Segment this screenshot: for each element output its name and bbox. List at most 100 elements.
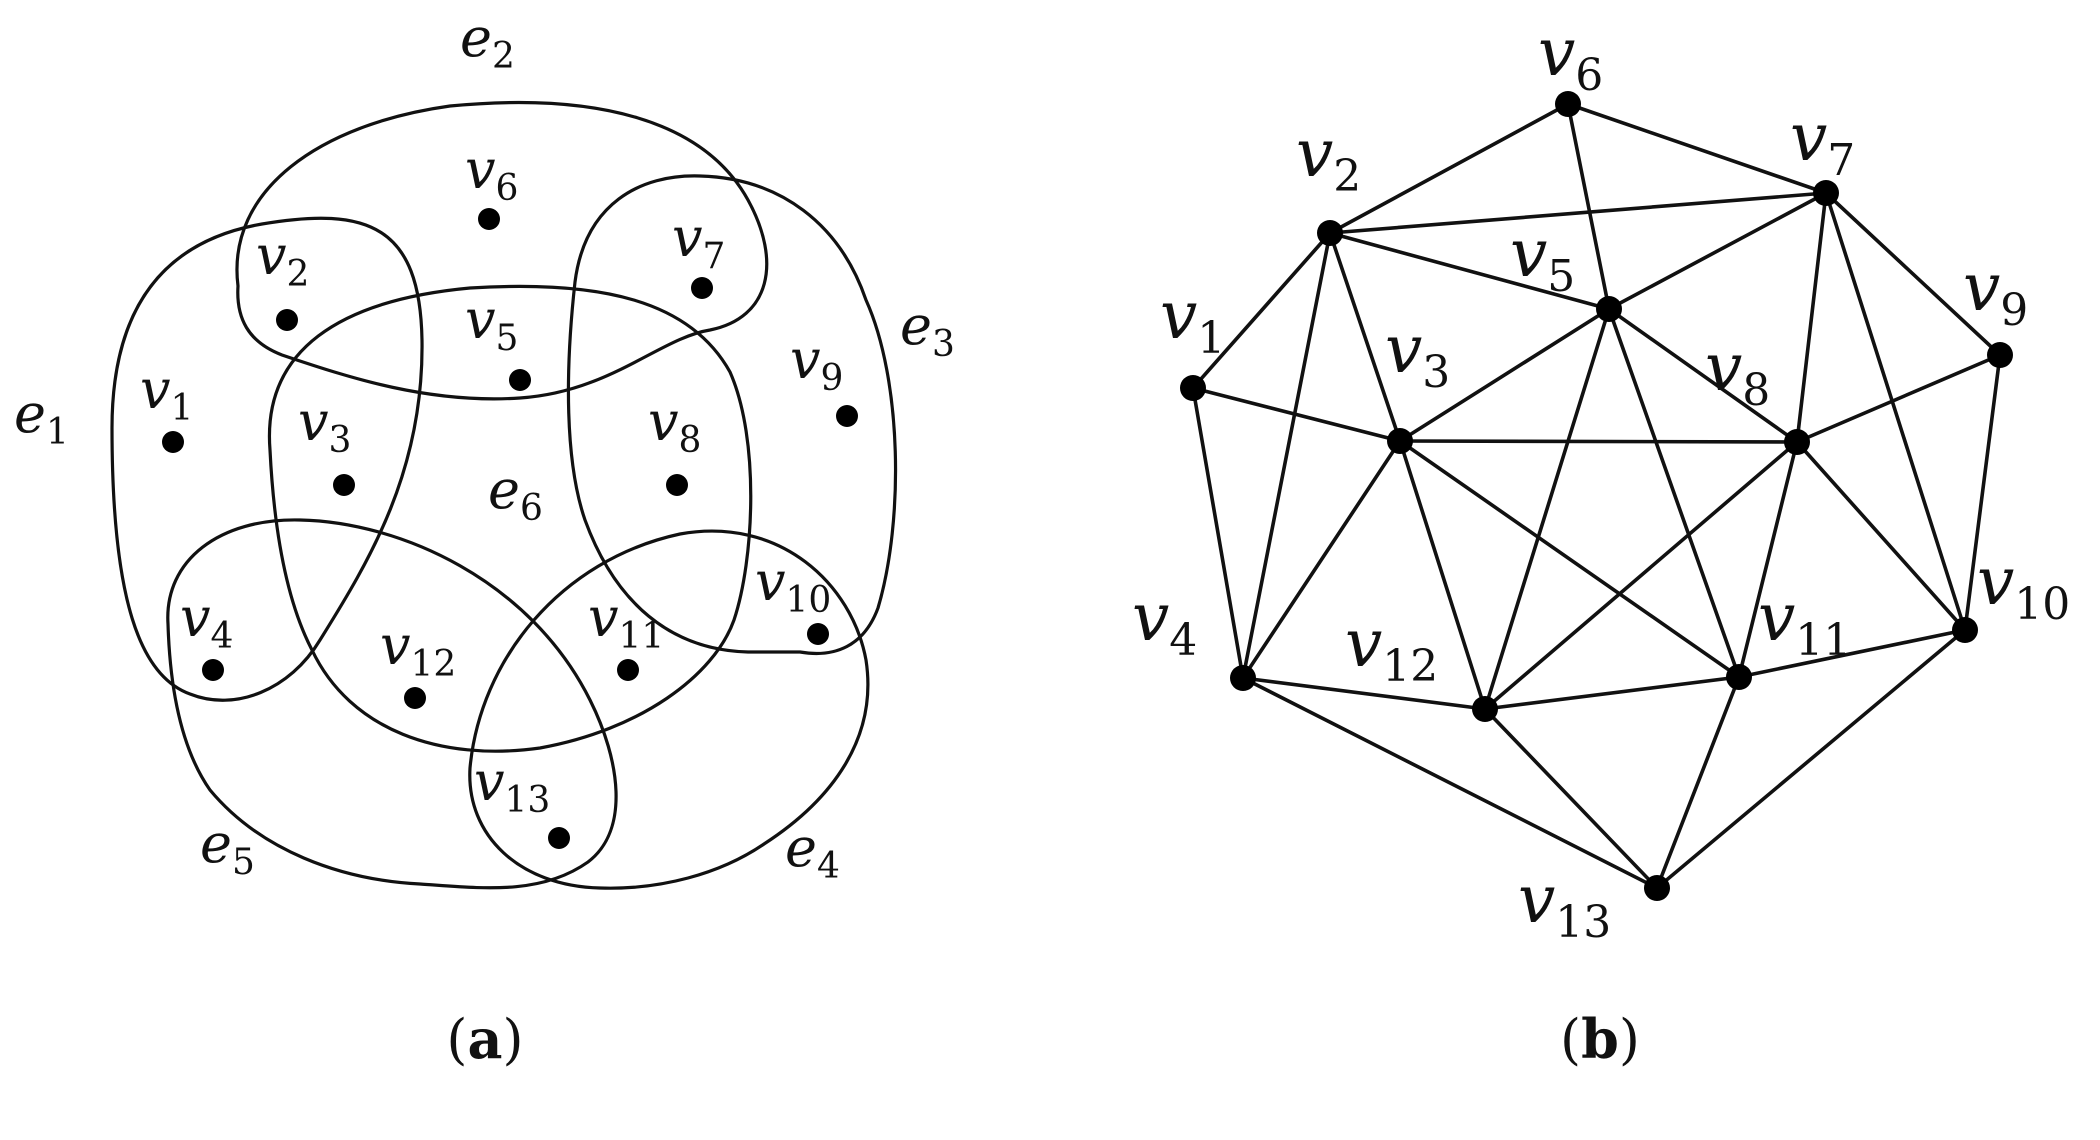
panel-a-vertex-v1 (162, 431, 184, 453)
panel-b-vertex-v4 (1230, 665, 1256, 691)
panel-b-label-v10: v10 (1977, 543, 2070, 630)
panel-a-label-v11: v11 (588, 586, 664, 657)
panel-b-edge-v1-v2 (1191, 231, 1332, 390)
panel-a-label-v12: v12 (380, 614, 456, 685)
panel-b-edge-v2-v7 (1328, 191, 1828, 235)
panel-b-label-v11: v11 (1758, 579, 1851, 666)
panel-a-label-v13: v13 (474, 750, 550, 821)
panel-b-edge-v3-v4 (1241, 439, 1402, 680)
panel-b-label-v9: v9 (1963, 249, 2028, 336)
panel-b-edge-v6-v5 (1566, 102, 1611, 311)
panel-a-label-e3: e3 (900, 294, 955, 365)
panel-b-edge-v2-v3 (1328, 231, 1402, 443)
panel-b-edge-v3-v8 (1398, 439, 1799, 444)
panel-a-vertex-v13 (548, 827, 570, 849)
panel-a-label-v3: v3 (298, 390, 351, 461)
panel-b-edge-v5-v12 (1483, 307, 1611, 711)
panel-a-label-e5: e5 (200, 812, 255, 883)
caption-a: (a) (446, 1007, 523, 1071)
panel-b-edge-v3-v12 (1398, 439, 1487, 711)
panel-a-vertex-dots (162, 208, 858, 849)
panel-b-edge-v4-v12 (1241, 676, 1487, 711)
panel-a-vertex-v7 (691, 277, 713, 299)
panel-b-vertex-v11 (1726, 664, 1752, 690)
panel-b-edge-v12-v13 (1483, 707, 1659, 890)
panel-b-edge-v9-v10 (1963, 353, 2002, 632)
panel-b-vertex-v7 (1813, 180, 1839, 206)
panel-b-vertex-v1 (1180, 375, 1206, 401)
panel-b-vertex-v5 (1596, 296, 1622, 322)
panel-b-label-v7: v7 (1790, 99, 1855, 186)
hyperedge-e6-curve (267, 284, 753, 753)
panel-b-edge-v6-v7 (1566, 102, 1828, 195)
panel-b-edge-v2-v5 (1328, 231, 1611, 311)
panel-b-edge-v5-v8 (1607, 307, 1799, 444)
panel-a-vertex-v10 (807, 623, 829, 645)
panel-a-label-v1: v1 (140, 358, 193, 429)
panel-b-edge-v1-v4 (1191, 386, 1245, 680)
panel-a-label-v6: v6 (465, 138, 518, 209)
hyperedge-e4-curve (468, 529, 870, 890)
panel-a-vertex-v6 (478, 208, 500, 230)
panel-a-vertex-v3 (333, 474, 355, 496)
panel-a-vertex-v8 (666, 474, 688, 496)
panel-b-edge-v8-v10 (1795, 440, 1967, 632)
panel-a-vertex-v5 (509, 369, 531, 391)
panel-b-label-v6: v6 (1538, 14, 1603, 101)
hyperedge-e1-curve (110, 216, 424, 702)
panel-b-vertex-v8 (1784, 429, 1810, 455)
panel-b-edge-v5-v11 (1607, 307, 1741, 679)
panel-a-label-e1: e1 (14, 382, 69, 453)
panel-b-edge-v7-v8 (1795, 191, 1828, 444)
panel-b-edge-v4-v13 (1241, 676, 1659, 890)
hyperedge-e5-curve (166, 518, 618, 890)
panel-a-label-v7: v7 (672, 206, 725, 277)
panel-b-label-v1: v1 (1160, 277, 1225, 364)
panel-a-label-v2: v2 (256, 224, 309, 295)
panel-b-edges (1191, 102, 2002, 890)
panel-b-label-v2: v2 (1296, 115, 1361, 202)
panel-a-label-v8: v8 (648, 390, 701, 461)
panel-b-vertex-v2 (1317, 220, 1343, 246)
panel-b-edge-v11-v13 (1655, 675, 1741, 890)
panel-b-vertex-v6 (1555, 91, 1581, 117)
panel-a-vertex-v2 (276, 309, 298, 331)
panel-a-vertex-labels: v1 v2 v3 v4 v5 v6 v7 v8 v9 v10 v11 v12 v13 (140, 138, 843, 821)
panel-a-label-v9: v9 (790, 328, 843, 399)
panel-b-edge-v7-v9 (1824, 191, 2002, 357)
panel-b-edge-v8-v11 (1737, 440, 1799, 679)
panel-b-edge-v7-v5 (1607, 191, 1828, 311)
panel-b-label-v5: v5 (1510, 215, 1575, 302)
panel-b-label-v13: v13 (1518, 861, 1611, 948)
panel-a-vertex-v9 (836, 405, 858, 427)
panel-a-label-e6: e6 (488, 458, 543, 529)
panel-a-vertex-v12 (404, 687, 426, 709)
hyperedge-curves (110, 100, 898, 890)
panel-b-vertex-v13 (1644, 875, 1670, 901)
panel-b-label-v4: v4 (1132, 579, 1197, 666)
panel-a-label-v10: v10 (755, 550, 831, 621)
panel-a-label-v5: v5 (465, 288, 518, 359)
panel-a-label-e2: e2 (460, 6, 515, 77)
panel-b-vertex-v12 (1472, 696, 1498, 722)
panel-b-label-v3: v3 (1385, 311, 1450, 398)
panel-b-edge-v10-v13 (1655, 628, 1967, 890)
panel-b-edge-v11-v10 (1737, 628, 1967, 679)
panel-b-edge-v2-v4 (1241, 231, 1332, 680)
hyperedge-e2-curve (235, 100, 769, 401)
panel-b-edge-v7-v10 (1824, 191, 1967, 632)
panel-b-vertex-v10 (1952, 617, 1978, 643)
panel-a-vertex-v11 (617, 659, 639, 681)
panel-b-edge-v8-v12 (1483, 440, 1799, 711)
panel-b-edge-v5-v3 (1398, 307, 1611, 443)
panel-a-label-v4: v4 (180, 586, 233, 657)
panel-b-vertex-v3 (1387, 428, 1413, 454)
caption-b: (b) (1560, 1007, 1640, 1071)
hyperedge-e3-curve (566, 174, 898, 656)
panel-a-vertex-v4 (202, 659, 224, 681)
panel-b-edge-v2-v6 (1328, 102, 1570, 235)
